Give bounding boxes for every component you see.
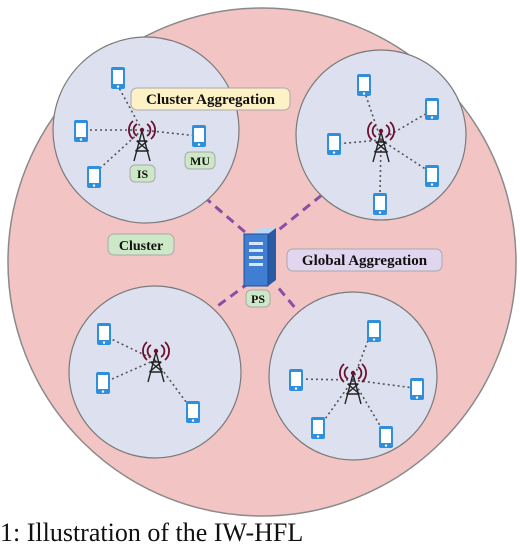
label-is: IS <box>129 164 156 183</box>
cluster-top-right <box>295 49 467 221</box>
smartphone-icon <box>327 133 341 155</box>
label-text: IS <box>137 167 149 181</box>
label-text: MU <box>190 154 210 168</box>
label-cluster-aggregation: Cluster Aggregation <box>130 87 291 111</box>
smartphone-icon <box>111 67 125 89</box>
label-ps: PS <box>245 289 271 308</box>
smartphone-icon <box>357 74 371 96</box>
smartphone-icon <box>289 369 303 391</box>
smartphone-icon <box>74 120 88 142</box>
smartphone-icon <box>367 320 381 342</box>
smartphone-icon <box>379 426 393 448</box>
label-text: PS <box>251 292 265 306</box>
smartphone-icon <box>425 98 439 120</box>
smartphone-icon <box>192 125 206 147</box>
smartphone-icon <box>311 417 325 439</box>
label-global-aggregation: Global Aggregation <box>286 248 443 272</box>
local-links <box>102 335 193 411</box>
label-text: Cluster Aggregation <box>146 92 276 108</box>
local-links <box>335 89 431 197</box>
cluster-bottom-right <box>268 291 438 461</box>
smartphone-icon <box>186 401 200 423</box>
label-mu: MU <box>184 151 216 170</box>
label-text: Global Aggregation <box>302 253 428 269</box>
smartphone-icon <box>373 193 387 215</box>
smartphone-icon <box>96 372 110 394</box>
server-icon <box>243 228 276 287</box>
local-links <box>86 85 199 173</box>
smartphone-icon <box>87 166 101 188</box>
smartphone-icon <box>425 165 439 187</box>
figure-caption: 1: Illustration of the IW-HFL <box>0 518 304 547</box>
label-text: Cluster <box>119 239 163 254</box>
cluster-top-left <box>52 36 240 224</box>
cluster-bottom-left <box>68 285 242 459</box>
cluster-area <box>295 49 467 221</box>
label-cluster: Cluster <box>107 233 175 256</box>
smartphone-icon <box>410 378 424 400</box>
smartphone-icon <box>97 323 111 345</box>
